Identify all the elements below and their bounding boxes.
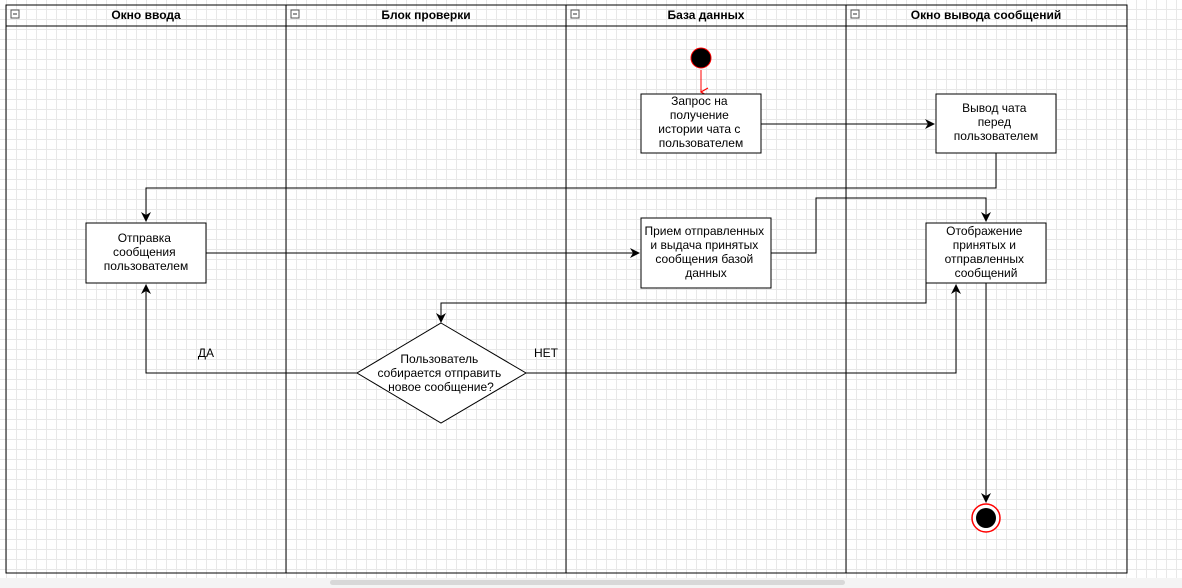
lane-header-check-block[interactable]: Блок проверки bbox=[290, 8, 471, 22]
node-receive-send[interactable]: Прием отправленных и выдача принятых соо… bbox=[640, 217, 772, 289]
node-text-line: Вывод чата bbox=[962, 101, 1027, 115]
svg-text:Отправка сообщения: Отправка сообщения пользователем bbox=[104, 231, 188, 273]
svg-text:Пользователь собирается: Пользователь собирается отправить новое … bbox=[377, 352, 504, 394]
node-text-line: пользователем bbox=[954, 129, 1038, 143]
lane-title: Окно ввода bbox=[111, 8, 181, 22]
lane-title: База данных bbox=[668, 8, 745, 22]
node-text-line: Запрос на bbox=[671, 94, 728, 108]
edge-display-messages-to-decision[interactable] bbox=[436, 283, 927, 323]
edge-decision-no[interactable] bbox=[526, 284, 961, 374]
node-display-chat[interactable]: Вывод чата перед пользователем bbox=[935, 93, 1057, 154]
end-node[interactable] bbox=[971, 503, 1001, 533]
node-decision[interactable]: Пользователь собирается отправить новое … bbox=[356, 322, 527, 424]
edge-display-chat-to-send[interactable] bbox=[141, 153, 997, 222]
node-display-messages[interactable]: Отображение принятых и отправленных сооб… bbox=[925, 222, 1047, 284]
lane-title: Окно вывода сообщений bbox=[911, 8, 1061, 22]
node-text-line: данных bbox=[685, 266, 727, 280]
node-text-line: Пользователь bbox=[400, 352, 478, 366]
scrollbar-thumb[interactable] bbox=[330, 580, 845, 585]
node-text-line: пользователем bbox=[659, 136, 743, 150]
lane-header-output-window[interactable]: Окно вывода сообщений bbox=[850, 8, 1061, 22]
node-text-line: перед bbox=[978, 115, 1011, 129]
node-text-line: истории чата с bbox=[658, 122, 740, 136]
start-node[interactable] bbox=[690, 47, 712, 69]
node-text-line: и выдача принятых bbox=[650, 238, 758, 252]
svg-text:Вывод чата перед п: Вывод чата перед пользователем bbox=[954, 101, 1038, 143]
node-text-line: Отображение bbox=[946, 224, 1023, 238]
edge-receive-to-display-messages[interactable] bbox=[771, 197, 991, 254]
svg-text:Отображение принятых и: Отображение принятых и отправленных сооб… bbox=[945, 224, 1028, 280]
node-text-line: принятых и bbox=[953, 238, 1016, 252]
lane-header-input-window[interactable]: Окно ввода bbox=[10, 8, 181, 22]
svg-text:Запрос на получение: Запрос на получение истории чата с польз… bbox=[658, 94, 744, 150]
collapse-icon[interactable] bbox=[570, 9, 580, 19]
edge-label-yes: ДА bbox=[198, 346, 214, 360]
node-text-line: сообщения базой bbox=[655, 252, 753, 266]
collapse-icon[interactable] bbox=[850, 9, 860, 19]
node-text-line: Отправка bbox=[118, 231, 172, 245]
node-text-line: получение bbox=[670, 108, 729, 122]
node-text-line: сообщений bbox=[955, 266, 1018, 280]
edge-label-no: НЕТ bbox=[534, 346, 559, 360]
lane-title: Блок проверки bbox=[381, 8, 470, 22]
swimlane-pool bbox=[5, 4, 1128, 574]
node-request-history[interactable]: Запрос на получение истории чата с польз… bbox=[640, 93, 762, 154]
node-text-line: Прием отправленных bbox=[644, 224, 764, 238]
svg-text:Прием отправленных и выд: Прием отправленных и выдача принятых соо… bbox=[644, 224, 767, 280]
node-text-line: собирается отправить bbox=[377, 366, 501, 380]
collapse-icon[interactable] bbox=[10, 9, 20, 19]
node-text-line: отправленных bbox=[945, 252, 1024, 266]
node-text-line: сообщения bbox=[113, 245, 176, 259]
edge-decision-yes[interactable] bbox=[141, 284, 357, 374]
edges bbox=[141, 70, 997, 503]
node-send-message[interactable]: Отправка сообщения пользователем bbox=[85, 222, 207, 284]
collapse-icon[interactable] bbox=[290, 9, 300, 19]
lane-header-database[interactable]: База данных bbox=[570, 8, 745, 22]
node-text-line: новое сообщение? bbox=[388, 380, 494, 394]
node-text-line: пользователем bbox=[104, 259, 188, 273]
